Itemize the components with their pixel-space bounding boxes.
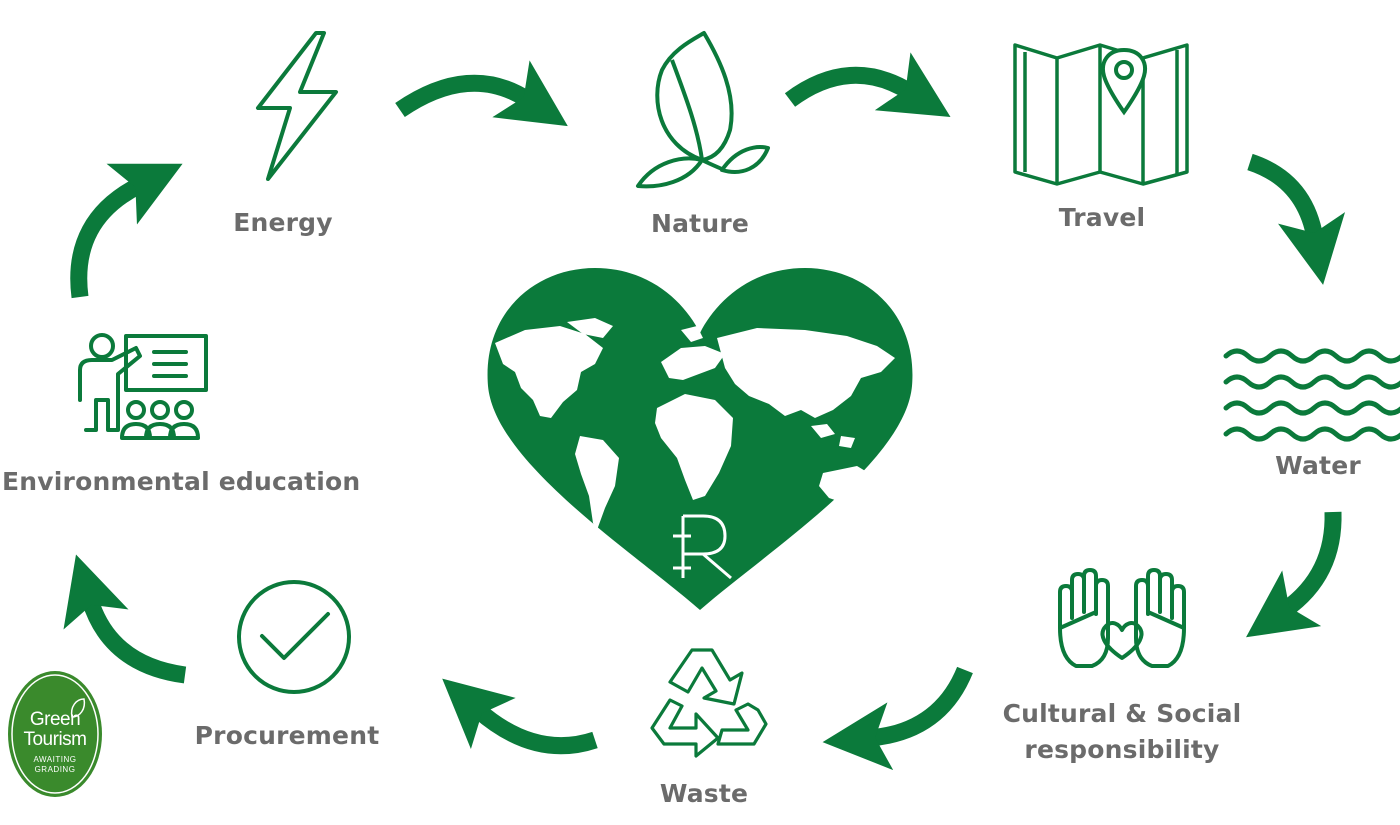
- education-label: Environmental education: [2, 467, 361, 496]
- waves-icon: [1223, 348, 1400, 442]
- waste-label: Waste: [659, 779, 749, 808]
- teacher-presentation-icon: [78, 333, 208, 440]
- water-label: Water: [1275, 451, 1361, 480]
- recycle-icon: [650, 648, 768, 758]
- checkmark-circle-icon: [237, 580, 351, 694]
- leaf-icon: [636, 31, 770, 189]
- heart-globe-icon: [487, 268, 913, 610]
- arrow-energy-to-nature: [395, 60, 568, 127]
- arrow-travel-to-water: [1247, 153, 1346, 285]
- energy-label: Energy: [233, 208, 333, 237]
- travel-label: Travel: [1058, 203, 1146, 232]
- hands-heart-icon: [1058, 568, 1186, 668]
- badge-line2: Tourism: [23, 729, 87, 750]
- arrow-cultural-to-waste: [822, 666, 973, 771]
- green-tourism-badge-icon: Green Tourism AWAITING GRADING: [6, 669, 104, 799]
- arrow-waste-to-procurement: [442, 678, 598, 755]
- badge-line1: Green: [29, 709, 81, 730]
- arrow-nature-to-travel: [784, 52, 951, 117]
- cultural-label-line1: Cultural & Social: [1002, 699, 1242, 728]
- badge-line4: GRADING: [34, 765, 76, 774]
- nature-label: Nature: [650, 209, 750, 238]
- arrow-water-to-cultural: [1246, 511, 1342, 638]
- map-pin-icon: [1013, 43, 1189, 186]
- badge-line3: AWAITING: [33, 755, 77, 764]
- cultural-label-line2: responsibility: [1024, 735, 1220, 764]
- arrow-education-to-energy: [70, 163, 183, 299]
- procurement-label: Procurement: [194, 721, 380, 750]
- arrow-procurement-to-education: [63, 554, 187, 684]
- lightning-bolt-icon: [256, 31, 338, 181]
